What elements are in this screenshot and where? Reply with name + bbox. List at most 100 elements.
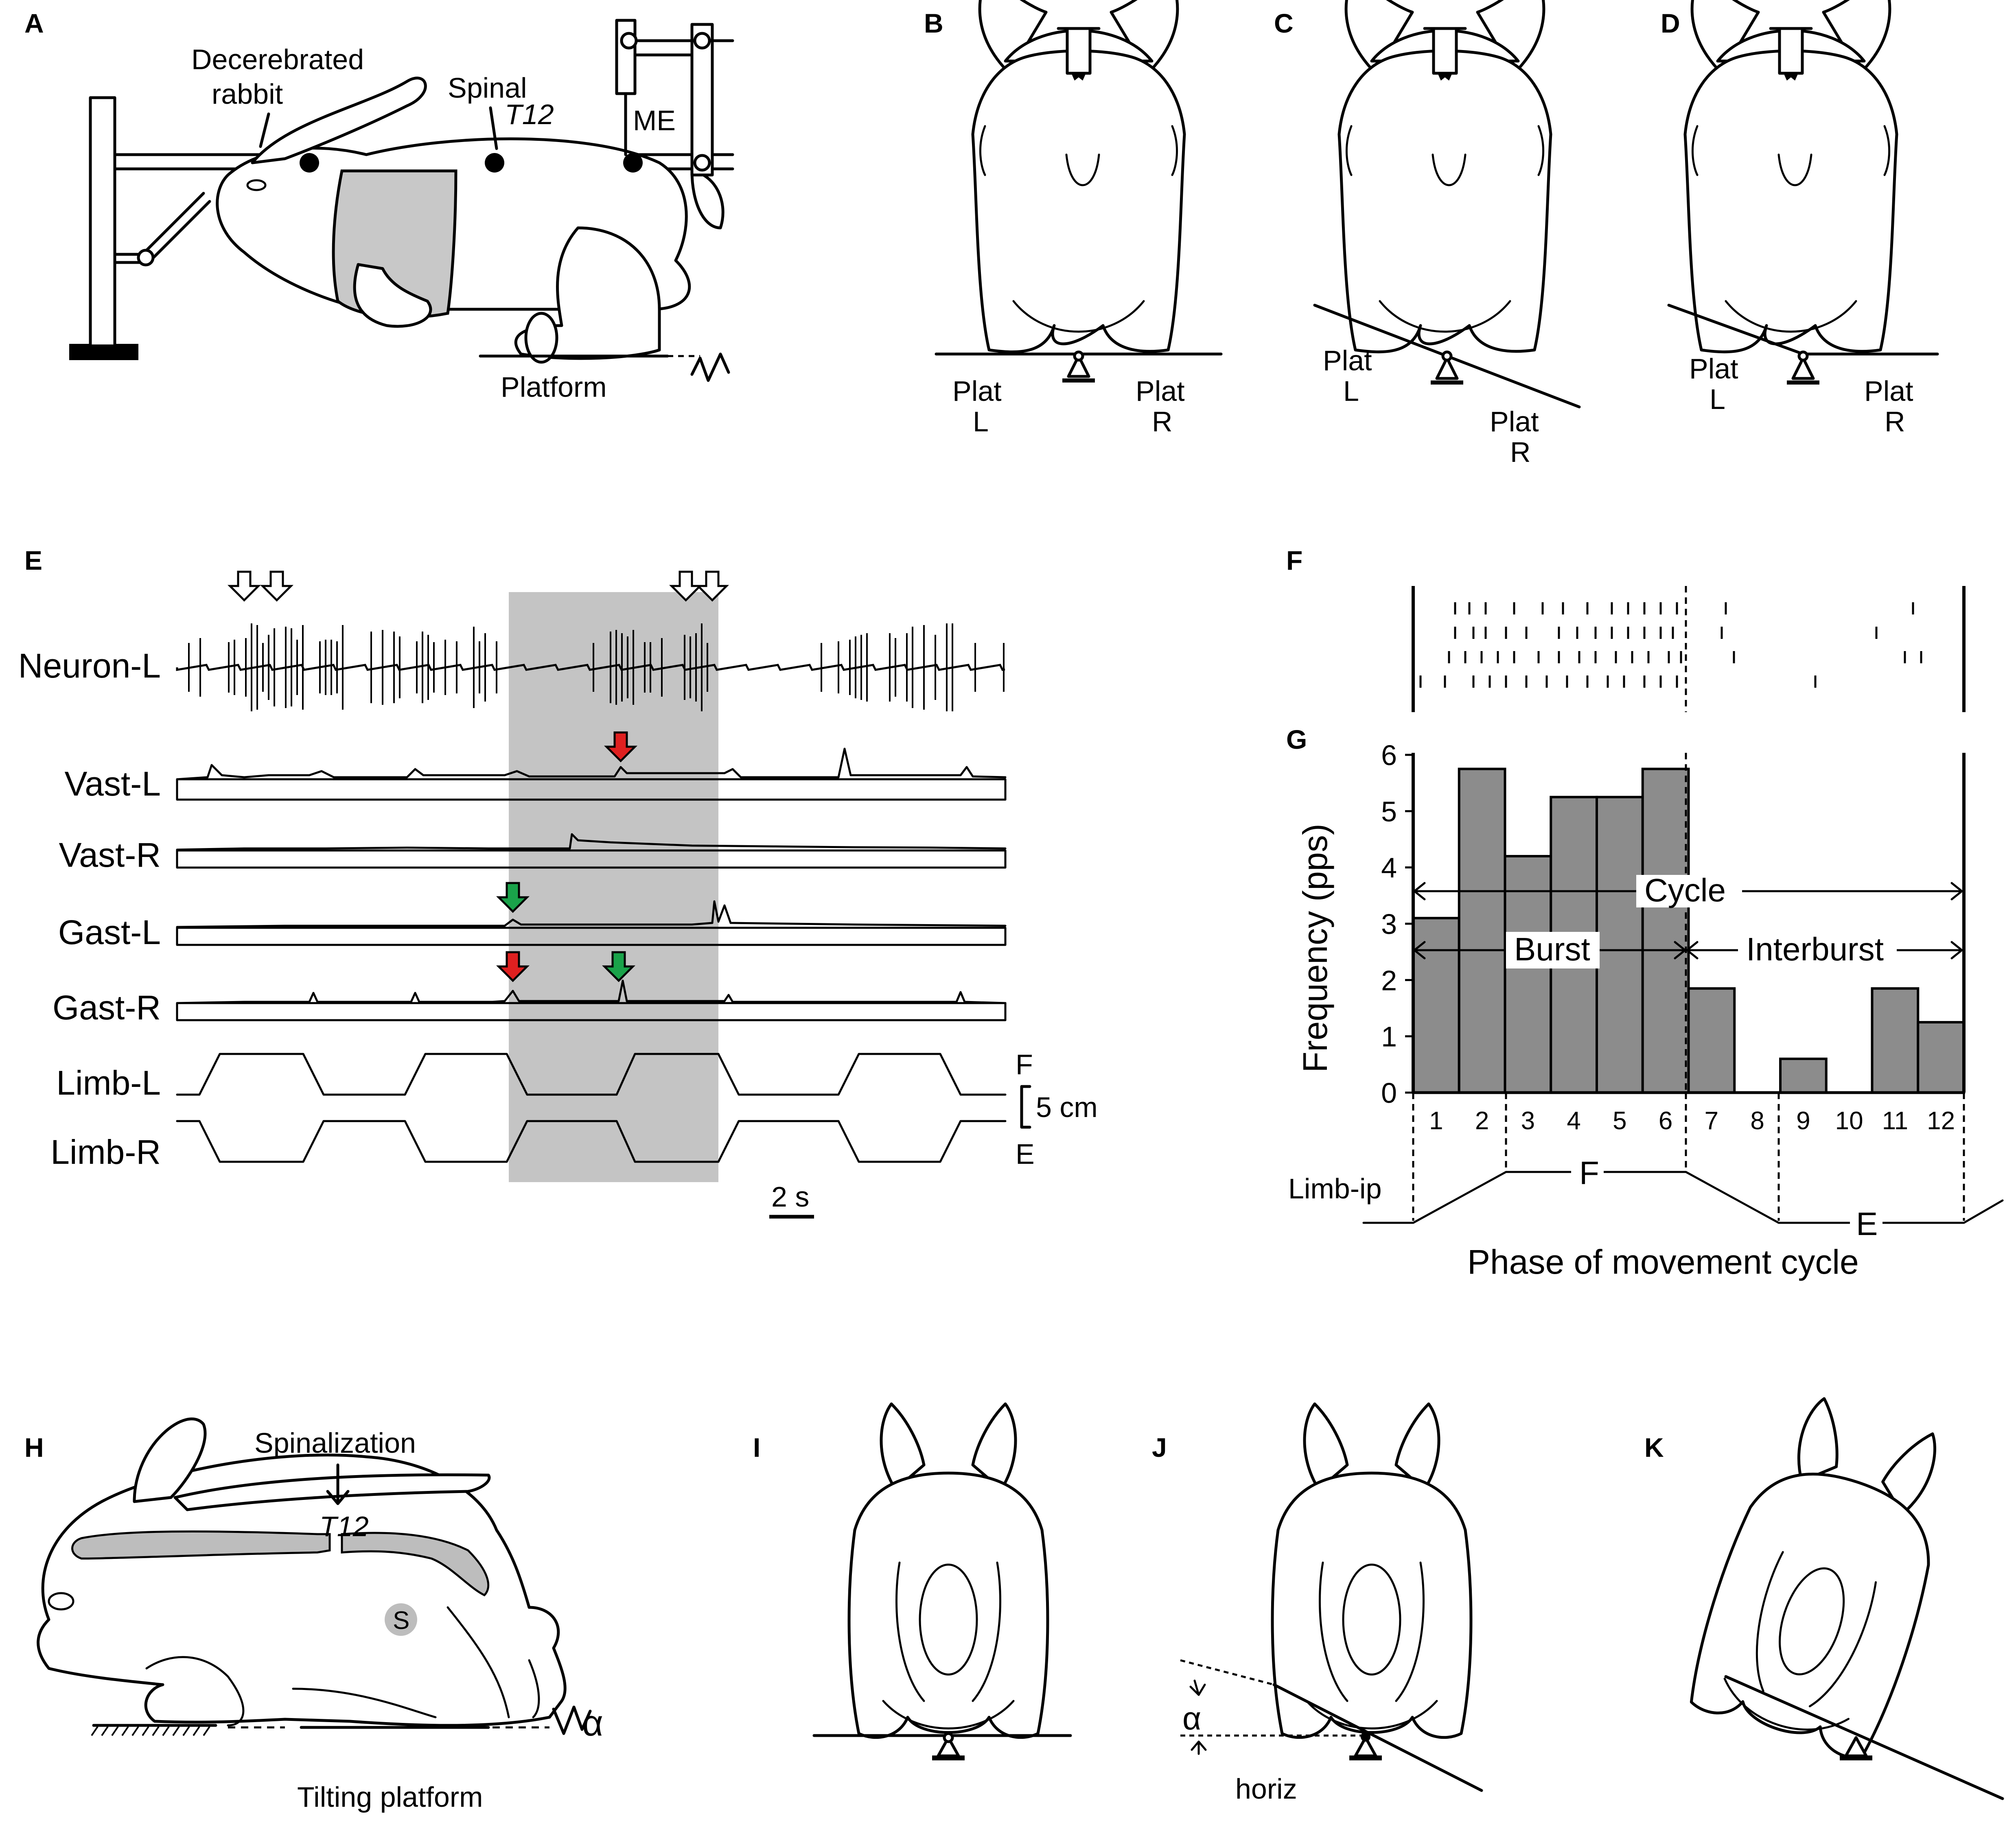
x-tick-label: 10 bbox=[1835, 1107, 1863, 1135]
c-plat-l: Plat bbox=[1323, 345, 1372, 376]
trace-label-limb-r: Limb-R bbox=[50, 1133, 161, 1171]
limb-r-trace bbox=[176, 1120, 1007, 1163]
y-tick-label: 3 bbox=[1381, 908, 1397, 940]
label-me: ME bbox=[633, 105, 676, 136]
panel-i-rabbit bbox=[812, 1404, 1072, 1760]
x-tick-label: 11 bbox=[1882, 1107, 1908, 1135]
bar-11 bbox=[1871, 987, 1920, 1094]
annotation-burst: Burst bbox=[1514, 931, 1590, 967]
y-tick-label: 0 bbox=[1381, 1077, 1397, 1109]
panel-label-e: E bbox=[24, 545, 42, 575]
panel-f-raster bbox=[1412, 586, 1966, 712]
vast-l-emg bbox=[176, 748, 1007, 780]
d-r: R bbox=[1885, 406, 1905, 437]
scale-5cm: 5 cm bbox=[1036, 1091, 1098, 1123]
label-tilting-platform: Tilting platform bbox=[297, 1781, 483, 1813]
x-tick-label: 7 bbox=[1705, 1107, 1718, 1135]
c-l: L bbox=[1343, 375, 1359, 407]
scale-2s: 2 s bbox=[771, 1181, 809, 1213]
y-tick-label: 4 bbox=[1381, 852, 1397, 884]
label-alpha-j: α bbox=[1182, 1700, 1201, 1736]
d-plat-r: Plat bbox=[1864, 375, 1913, 407]
label-rabbit: rabbit bbox=[212, 78, 283, 110]
trace-label-limb-l: Limb-L bbox=[56, 1064, 161, 1102]
panel-label-j: J bbox=[1152, 1432, 1167, 1462]
panel-label-d: D bbox=[1661, 8, 1680, 38]
bar-9 bbox=[1779, 1058, 1828, 1094]
d-l: L bbox=[1710, 383, 1725, 415]
x-tick-label: 5 bbox=[1613, 1107, 1626, 1135]
d-plat-l: Plat bbox=[1689, 353, 1738, 385]
neuron-l-trace bbox=[176, 623, 1005, 711]
panel-e-recordings: Neuron-L Vast-L Vast-R Gast-L Gast-R Lim… bbox=[18, 571, 1098, 1219]
red-arrow-gast-r bbox=[496, 951, 530, 982]
panel-j-rabbit: α horiz bbox=[1180, 1404, 1483, 1805]
vast-r-emg bbox=[176, 833, 1007, 851]
label-decerebrated: Decerebrated bbox=[191, 44, 364, 75]
b-l: L bbox=[973, 406, 989, 437]
white-arrow-group-2 bbox=[669, 571, 729, 602]
panel-label-i: I bbox=[753, 1432, 760, 1462]
x-tick-label: 2 bbox=[1475, 1107, 1489, 1135]
panel-label-c: C bbox=[1274, 8, 1294, 38]
bar-2 bbox=[1458, 767, 1506, 1094]
limb-l-trace bbox=[176, 1053, 1007, 1096]
panel-label-h: H bbox=[24, 1432, 44, 1462]
b-plat-r: Plat bbox=[1136, 375, 1185, 407]
label-t12: T12 bbox=[505, 98, 554, 130]
panel-b-rabbit: Plat L Plat R bbox=[935, 0, 1223, 437]
annotation-cycle: Cycle bbox=[1644, 872, 1726, 908]
panel-d-rabbit: Plat L Plat R bbox=[1667, 0, 1939, 437]
label-spinalization: Spinalization bbox=[254, 1427, 416, 1459]
panel-h-rabbit: S α Tilting platform Spinalization T12 bbox=[37, 1417, 603, 1813]
b-r: R bbox=[1152, 406, 1173, 437]
green-arrow-gast-r bbox=[602, 951, 636, 982]
x-tick-label: 8 bbox=[1750, 1107, 1764, 1135]
x-tick-label: 1 bbox=[1429, 1107, 1443, 1135]
b-plat-l: Plat bbox=[952, 375, 1002, 407]
trace-label-gast-r: Gast-R bbox=[53, 988, 161, 1027]
panel-a-setup: Decerebrated rabbit Spinal T12 ME Platfo… bbox=[69, 19, 734, 403]
limb-ip-trace bbox=[1362, 1171, 2004, 1224]
x-axis-title: Phase of movement cycle bbox=[1467, 1243, 1859, 1281]
label-alpha-h: α bbox=[582, 1703, 603, 1744]
gast-r-emg bbox=[176, 979, 1007, 1004]
trace-label-neuron-l: Neuron-L bbox=[18, 647, 161, 685]
x-tick-label: 4 bbox=[1567, 1107, 1580, 1135]
trace-label-vast-l: Vast-L bbox=[64, 765, 161, 803]
trace-label-vast-r: Vast-R bbox=[59, 836, 161, 874]
panel-k-rabbit bbox=[1681, 1386, 2004, 1800]
white-arrow-group-1 bbox=[227, 571, 294, 602]
green-arrow-gast-l bbox=[496, 882, 530, 913]
label-f-phase: F bbox=[1579, 1155, 1599, 1191]
red-arrow-vast-l bbox=[604, 731, 638, 763]
bar-7 bbox=[1687, 987, 1736, 1094]
label-spinal: Spinal bbox=[448, 72, 527, 104]
limb-label-f: F bbox=[1016, 1049, 1033, 1080]
label-e-phase: E bbox=[1856, 1206, 1878, 1242]
x-tick-label: 3 bbox=[1521, 1107, 1535, 1135]
label-horiz: horiz bbox=[1235, 1773, 1297, 1805]
raster-ticks bbox=[1419, 602, 1922, 688]
bar-12 bbox=[1917, 1021, 1965, 1094]
limb-label-e: E bbox=[1016, 1138, 1035, 1170]
trace-label-gast-l: Gast-L bbox=[58, 913, 161, 951]
panel-c-rabbit: Plat L Plat R bbox=[1313, 0, 1581, 468]
annotation-interburst: Interburst bbox=[1746, 931, 1884, 967]
label-limb-ip: Limb-ip bbox=[1288, 1173, 1382, 1205]
y-tick-label: 5 bbox=[1381, 796, 1397, 827]
bar-5 bbox=[1596, 796, 1644, 1094]
panel-label-k: K bbox=[1644, 1432, 1664, 1462]
c-r: R bbox=[1510, 436, 1531, 468]
label-platform: Platform bbox=[501, 371, 607, 403]
y-tick-label: 6 bbox=[1381, 739, 1397, 771]
panel-label-a: A bbox=[24, 8, 44, 38]
bar-1 bbox=[1412, 917, 1460, 1094]
panel-label-f: F bbox=[1286, 545, 1302, 575]
label-t12-h: T12 bbox=[320, 1511, 369, 1542]
c-plat-r: Plat bbox=[1490, 406, 1539, 437]
